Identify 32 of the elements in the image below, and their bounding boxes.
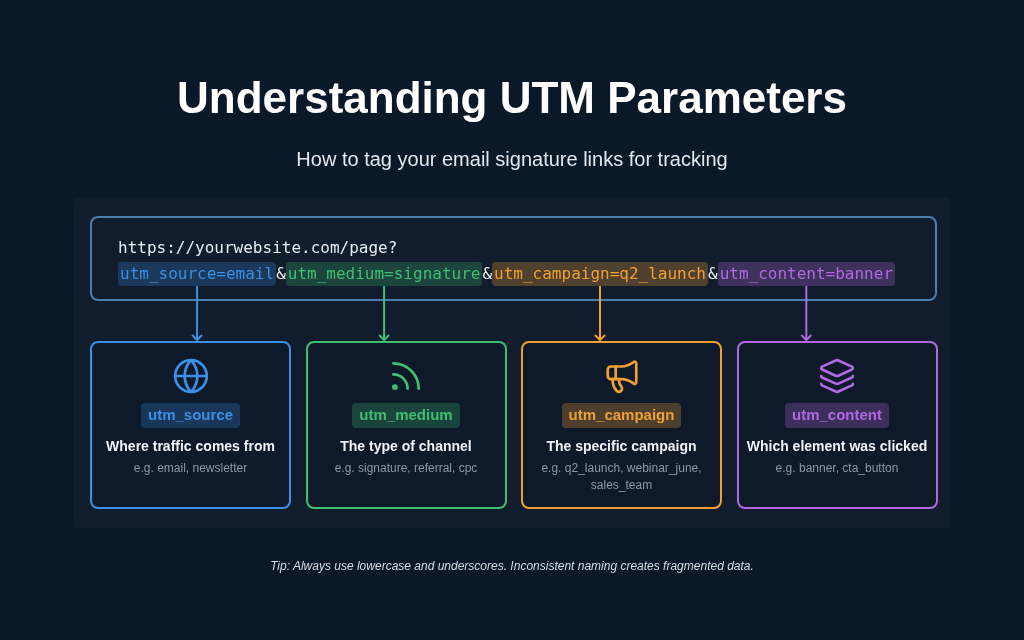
parameter-card (736, 341, 938, 509)
card-heading: Where traffic comes from (106, 436, 275, 456)
card-heading: The type of channel (340, 436, 472, 456)
card-heading: Which element was clicked (746, 436, 928, 456)
card-heading: The specific campaign (546, 436, 697, 456)
arrow (594, 285, 606, 341)
parameter-tag: utm_campaign (561, 403, 682, 428)
tip-note: Tip: Always use lowercase and underscores. Inconsistent naming creates fragmented data. (270, 558, 754, 575)
parameter-chip: utm_campaign=q2_launch (492, 262, 708, 286)
parameter-chip: utm_source=email (118, 262, 277, 286)
subtitle: How to tag your email signature links for tracking (296, 147, 728, 172)
parameter-tag: utm_medium (352, 403, 460, 428)
card-example: e.g. signature, referral, cpc (334, 459, 478, 477)
title: Understanding UTM Parameters (177, 72, 847, 124)
arrow (191, 285, 204, 341)
url-text: https://yourwebsite.com/page? (118, 237, 398, 259)
arrow (378, 285, 391, 341)
url-box (90, 216, 937, 301)
parameter-card (521, 341, 722, 509)
parameter-chip: utm_medium=signature (285, 262, 483, 286)
card-example: e.g. q2_launch, webinar_june, sales_team (540, 459, 703, 494)
parameter-card (305, 341, 507, 509)
parameter-card (90, 341, 291, 509)
ampersand: & (482, 263, 493, 285)
parameter-tag: utm_content (785, 403, 889, 428)
parameter-tag: utm_source (141, 403, 240, 428)
parameter-chip: utm_content=banner (717, 262, 895, 286)
arrow (800, 285, 813, 341)
ampersand: & (708, 263, 718, 285)
ampersand: & (276, 263, 286, 285)
card-example: e.g. email, newsletter (133, 459, 248, 477)
card-example: e.g. banner, cta_button (775, 459, 899, 477)
